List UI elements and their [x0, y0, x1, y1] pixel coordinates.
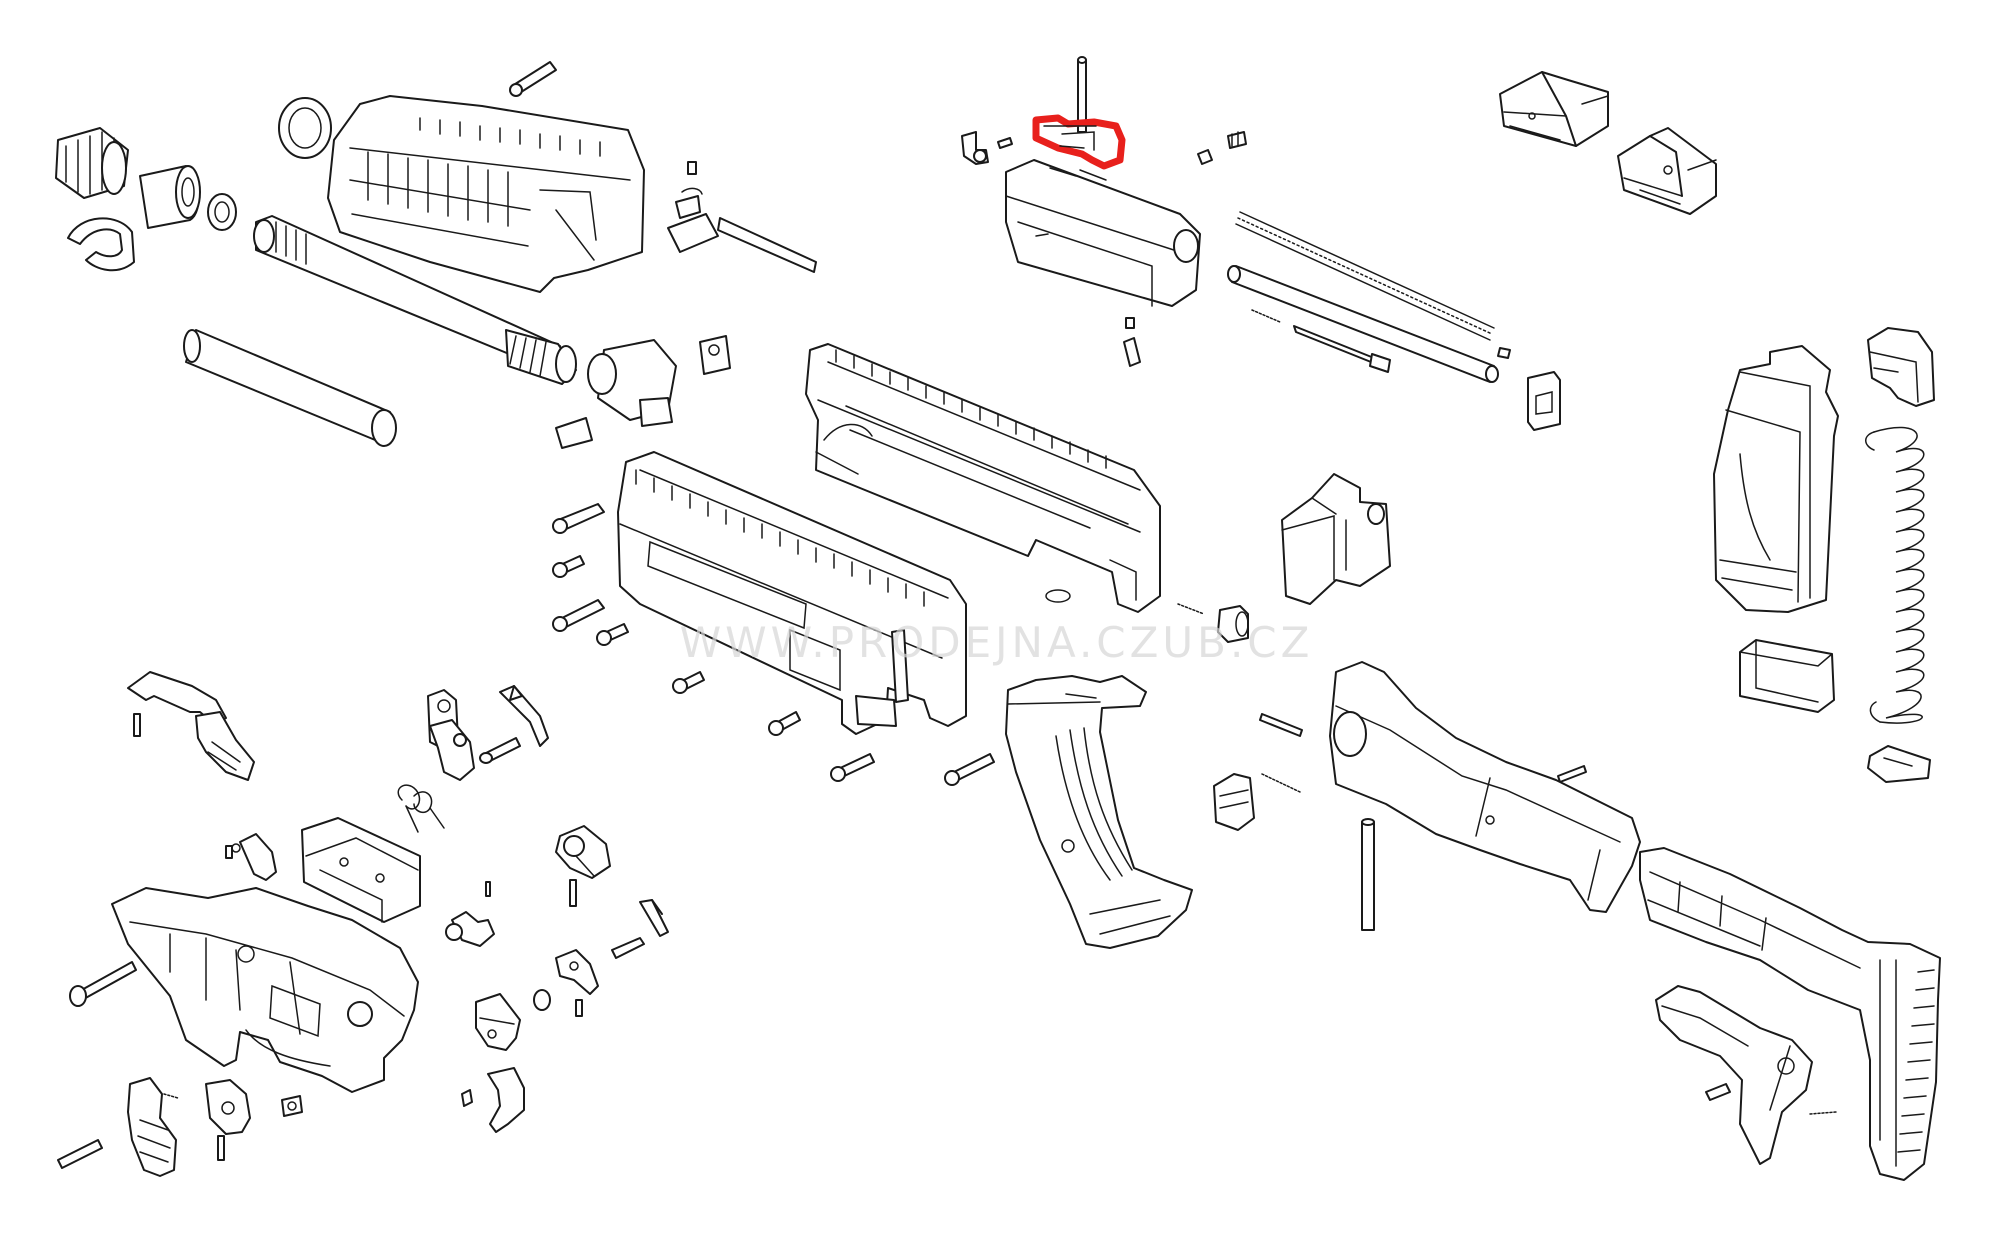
charging-handle-part[interactable]	[1032, 114, 1126, 170]
sight-clip[interactable]	[699, 335, 731, 375]
lower-receiver[interactable]	[111, 887, 419, 1093]
sear[interactable]	[555, 825, 611, 907]
trigger-pin[interactable]	[69, 961, 137, 1007]
buttstock[interactable]	[1639, 847, 1941, 1181]
receiver-screws[interactable]	[552, 503, 995, 786]
bolt-catch-spring[interactable]	[533, 989, 583, 1017]
muzzle-device[interactable]	[55, 127, 129, 199]
ejector-spring[interactable]	[639, 899, 669, 937]
magazine-floorplate-box[interactable]	[1739, 639, 1835, 713]
recoil-spring[interactable]	[1235, 211, 1495, 341]
extractor[interactable]	[961, 131, 1013, 165]
selector-lever[interactable]	[461, 1067, 525, 1133]
guide-rod[interactable]	[1227, 265, 1499, 383]
magazine-follower[interactable]	[1867, 327, 1935, 407]
rear-sight-front[interactable]	[1499, 71, 1609, 147]
mag-catch-housing[interactable]	[1281, 473, 1391, 605]
stock-pin[interactable]	[1361, 818, 1375, 931]
upper-receiver-rail[interactable]	[805, 343, 1161, 613]
handguard-ring[interactable]	[278, 97, 332, 159]
safety-pin[interactable]	[445, 881, 495, 947]
mag-release[interactable]	[205, 1079, 303, 1161]
disconnector[interactable]	[225, 833, 277, 881]
sear-housing[interactable]	[301, 817, 421, 923]
pistol-grip[interactable]	[1005, 675, 1193, 949]
cross-pin[interactable]	[509, 61, 557, 97]
rear-sight-rear[interactable]	[1617, 127, 1717, 215]
ejector-pin[interactable]	[687, 161, 697, 175]
trigger[interactable]	[127, 1077, 179, 1177]
magazine-spring[interactable]	[1865, 426, 1925, 724]
handguard[interactable]	[327, 95, 645, 293]
bolt-catch[interactable]	[555, 949, 599, 995]
crush-washer[interactable]	[207, 193, 237, 231]
stock-latch[interactable]	[1655, 985, 1837, 1165]
hammer[interactable]	[429, 719, 475, 781]
gas-piston-tube[interactable]	[183, 329, 397, 447]
barrel[interactable]	[253, 215, 577, 385]
buffer[interactable]	[1527, 371, 1561, 431]
disconnector-lever[interactable]	[475, 993, 521, 1051]
fire-selector[interactable]	[195, 711, 255, 781]
receiver-housing[interactable]	[617, 451, 967, 735]
bolt-carrier[interactable]	[1005, 159, 1201, 307]
stock-spring-pin[interactable]	[1259, 713, 1587, 783]
trigger-axle-pin[interactable]	[57, 1139, 103, 1169]
buffer-spring[interactable]	[1251, 309, 1511, 373]
firing-pin[interactable]	[1123, 317, 1141, 367]
mag-catch-spring[interactable]	[1177, 603, 1249, 643]
hammer-pin[interactable]	[479, 737, 521, 764]
barrel-nut[interactable]	[139, 165, 201, 229]
trigger-spring[interactable]	[499, 685, 549, 747]
stock-latch-button[interactable]	[1213, 773, 1301, 831]
charging-handle-assembly[interactable]	[667, 187, 817, 273]
trigger-return-pin[interactable]	[611, 937, 645, 959]
stock-body[interactable]	[1329, 661, 1641, 913]
flash-hider-clip[interactable]	[67, 217, 135, 272]
magazine[interactable]	[1713, 345, 1839, 613]
front-sight-block[interactable]	[555, 339, 677, 449]
trigger-bar[interactable]	[127, 671, 227, 737]
hammer-spring[interactable]	[397, 784, 445, 833]
bolt-pin[interactable]	[1197, 131, 1247, 165]
magazine-floorplate[interactable]	[1867, 745, 1931, 783]
